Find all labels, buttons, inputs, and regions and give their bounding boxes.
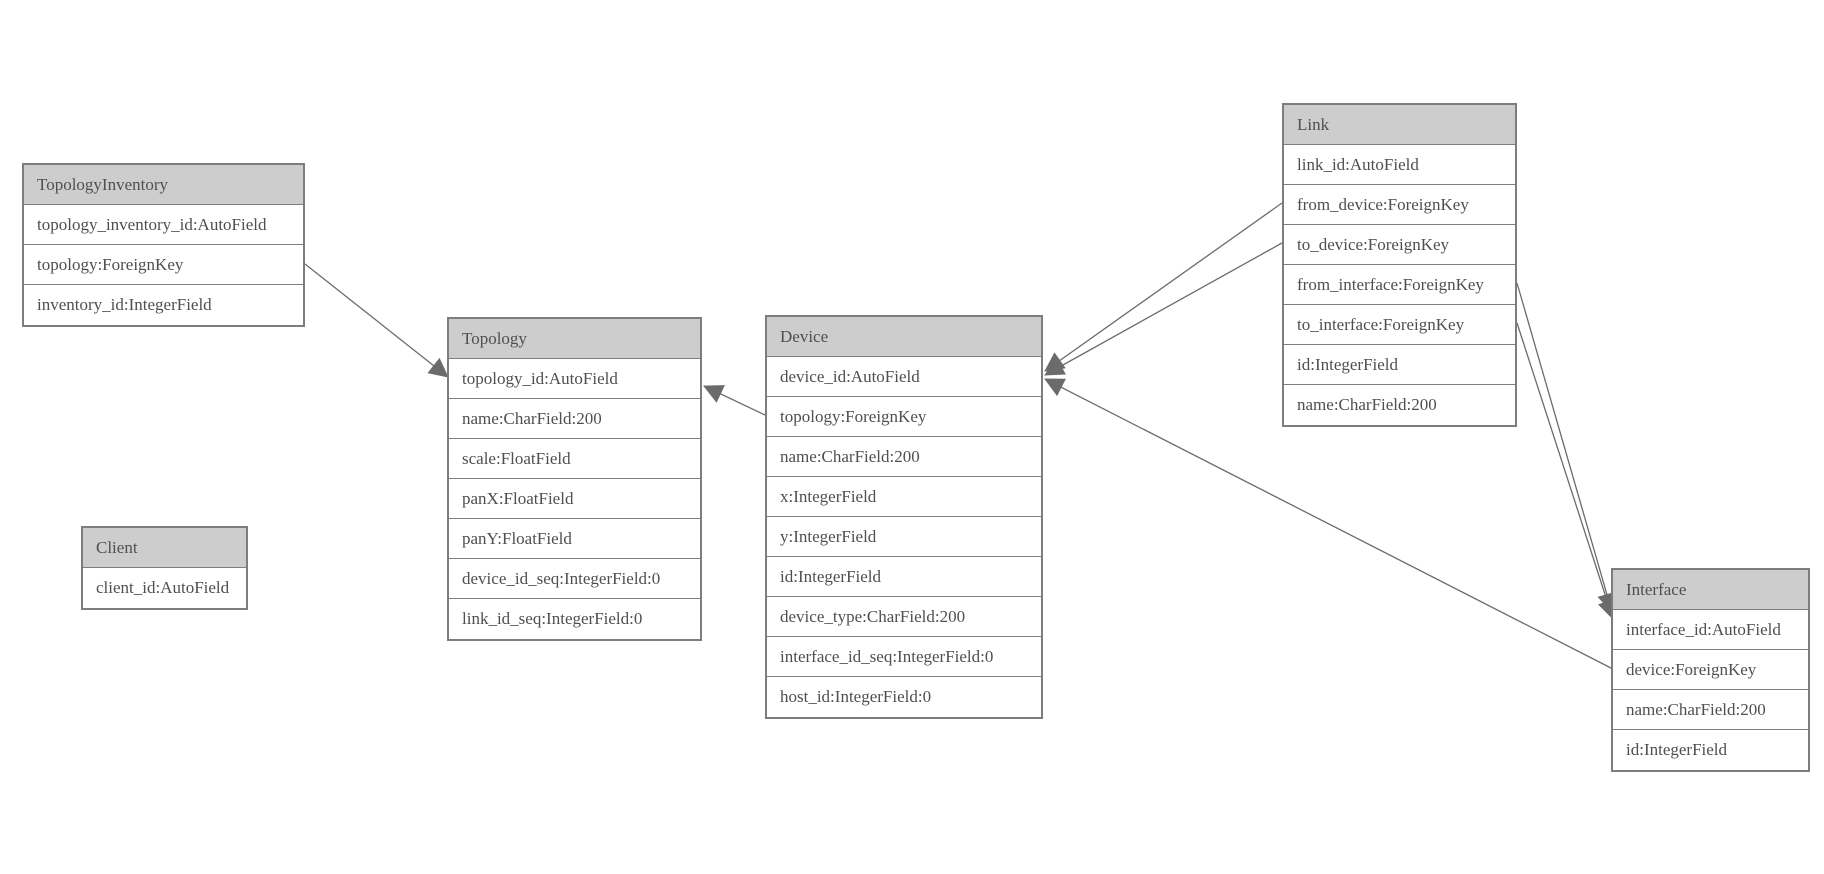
entity-field: y:IntegerField xyxy=(767,517,1041,557)
entity-field: name:CharField:200 xyxy=(767,437,1041,477)
entity-field: scale:FloatField xyxy=(449,439,700,479)
connectors xyxy=(304,202,1617,669)
entity-field: to_device:ForeignKey xyxy=(1284,225,1515,265)
entity-field: topology_id:AutoField xyxy=(449,359,700,399)
entity-field: from_device:ForeignKey xyxy=(1284,185,1515,225)
entity-field: name:CharField:200 xyxy=(1613,690,1808,730)
entity-field: host_id:IntegerField:0 xyxy=(767,677,1041,717)
entity-field: id:IntegerField xyxy=(767,557,1041,597)
entity-field: name:CharField:200 xyxy=(1284,385,1515,425)
connector-link-from-device xyxy=(1044,202,1283,372)
connector-interface-device xyxy=(1044,378,1612,669)
entity-title: Client xyxy=(83,528,246,568)
connector-device-topology xyxy=(703,385,766,416)
entity-title: Device xyxy=(767,317,1041,357)
entity-field: to_interface:ForeignKey xyxy=(1284,305,1515,345)
connector-topologyinventory-topology xyxy=(304,263,449,378)
entity-field: interface_id_seq:IntegerField:0 xyxy=(767,637,1041,677)
entity-title: TopologyInventory xyxy=(24,165,303,205)
entity-field: topology:ForeignKey xyxy=(24,245,303,285)
entity-field: id:IntegerField xyxy=(1284,345,1515,385)
entity-field: link_id_seq:IntegerField:0 xyxy=(449,599,700,639)
entity-field: panY:FloatField xyxy=(449,519,700,559)
entity-field: client_id:AutoField xyxy=(83,568,246,608)
entity-field: x:IntegerField xyxy=(767,477,1041,517)
entity-title: Topology xyxy=(449,319,700,359)
entity-title: Interface xyxy=(1613,570,1808,610)
entity-title: Link xyxy=(1284,105,1515,145)
entity-field: name:CharField:200 xyxy=(449,399,700,439)
entity-field: device_id_seq:IntegerField:0 xyxy=(449,559,700,599)
entity-field: link_id:AutoField xyxy=(1284,145,1515,185)
entity-field: id:IntegerField xyxy=(1613,730,1808,770)
connector-link-to-device xyxy=(1044,242,1283,376)
entity-field: topology_inventory_id:AutoField xyxy=(24,205,303,245)
entity-field: device_id:AutoField xyxy=(767,357,1041,397)
entity-field: interface_id:AutoField xyxy=(1613,610,1808,650)
connector-link-from-interface xyxy=(1516,282,1617,613)
entity-field: from_interface:ForeignKey xyxy=(1284,265,1515,305)
entity-field: topology:ForeignKey xyxy=(767,397,1041,437)
entity-field: device_type:CharField:200 xyxy=(767,597,1041,637)
entity-field: device:ForeignKey xyxy=(1613,650,1808,690)
entity-field: panX:FloatField xyxy=(449,479,700,519)
entity-field: inventory_id:IntegerField xyxy=(24,285,303,325)
connector-link-to-interface xyxy=(1516,322,1617,620)
